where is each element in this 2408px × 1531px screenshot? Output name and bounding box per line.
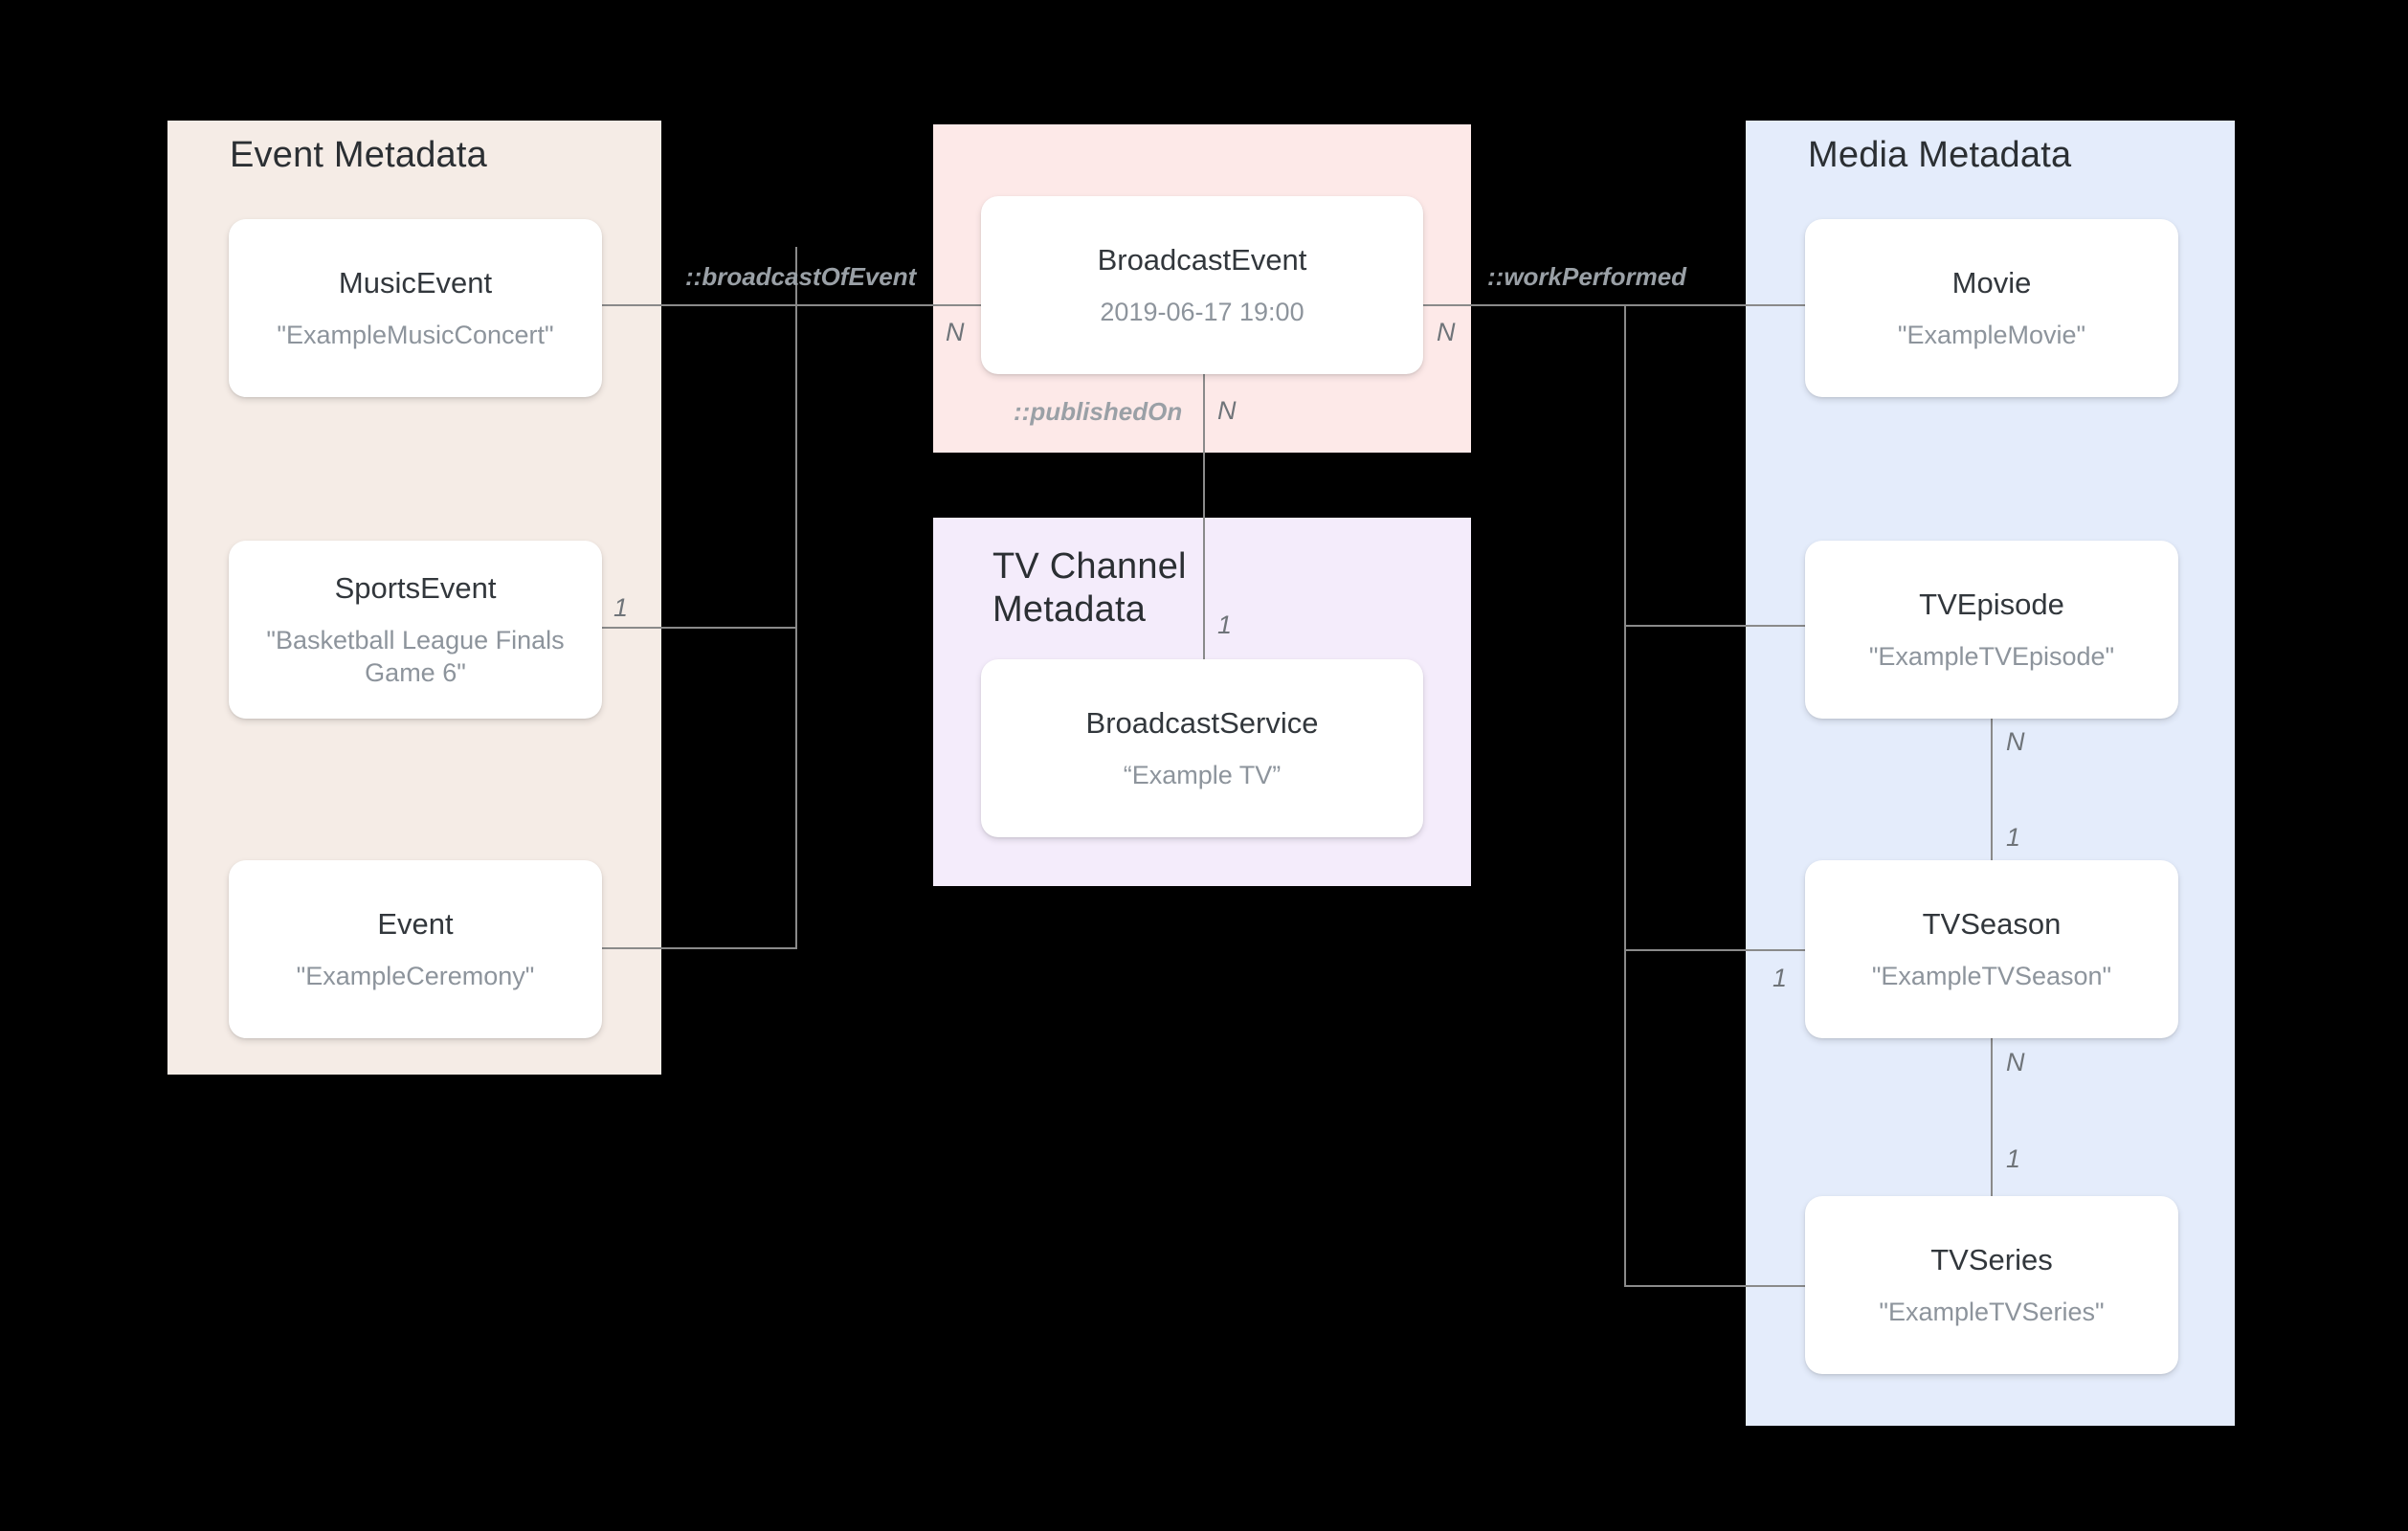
entity-type-sportsevent: SportsEvent xyxy=(334,570,497,605)
group-title-media-metadata: Media Metadata xyxy=(1808,135,2072,175)
entity-type-event: Event xyxy=(377,906,454,941)
entity-card-tvepisode[interactable]: TVEpisode "ExampleTVEpisode" xyxy=(1805,541,2178,719)
cardinality-tvseries-top: 1 xyxy=(2006,1144,2021,1173)
group-title-tv-channel-metadata: TV Channel Metadata xyxy=(992,546,1187,630)
cardinality-broadcastevent-bottom: N xyxy=(1217,396,1237,425)
edge-trunk-to-tvepisode xyxy=(1624,625,1814,627)
cardinality-tvseason-top: 1 xyxy=(2006,823,2021,852)
entity-card-sportsevent[interactable]: SportsEvent "Basketball League Finals Ga… xyxy=(229,541,602,719)
entity-card-musicevent[interactable]: MusicEvent "ExampleMusicConcert" xyxy=(229,219,602,397)
edge-published-on xyxy=(1203,374,1205,661)
edge-tvseason-to-tvseries xyxy=(1991,1038,1993,1196)
entity-type-tvseries: TVSeries xyxy=(1930,1242,2053,1276)
cardinality-tvepisode-bottom: N xyxy=(2006,727,2025,756)
edge-work-performed-trunk xyxy=(1624,304,1626,1285)
entity-type-movie: Movie xyxy=(1951,265,2032,300)
entity-value-tvseries: "ExampleTVSeries" xyxy=(1879,1297,2105,1326)
entity-card-broadcastevent[interactable]: BroadcastEvent 2019-06-17 19:00 xyxy=(981,196,1423,374)
entity-type-broadcastservice: BroadcastService xyxy=(1085,705,1319,740)
edge-trunk-to-tvseason xyxy=(1624,949,1814,951)
entity-type-tvepisode: TVEpisode xyxy=(1919,587,2064,621)
entity-value-broadcastevent: 2019-06-17 19:00 xyxy=(1100,297,1304,326)
entity-card-event[interactable]: Event "ExampleCeremony" xyxy=(229,860,602,1038)
entity-card-movie[interactable]: Movie "ExampleMovie" xyxy=(1805,219,2178,397)
cardinality-tvseason-bottom: N xyxy=(2006,1048,2025,1076)
edge-trunk-to-tvseries xyxy=(1624,1285,1814,1287)
edge-event-to-trunk xyxy=(602,947,797,949)
cardinality-broadcastevent-left: N xyxy=(946,318,965,346)
edge-tvepisode-to-tvseason xyxy=(1991,719,1993,860)
edge-trunk-to-broadcastevent-left xyxy=(795,304,987,306)
entity-value-sportsevent: "Basketball League Finals Game 6" xyxy=(266,625,565,687)
entity-value-tvepisode: "ExampleTVEpisode" xyxy=(1868,641,2115,671)
cardinality-broadcastservice-top: 1 xyxy=(1217,610,1233,639)
entity-type-broadcastevent: BroadcastEvent xyxy=(1097,242,1307,277)
entity-type-musicevent: MusicEvent xyxy=(338,265,493,300)
entity-card-tvseries[interactable]: TVSeries "ExampleTVSeries" xyxy=(1805,1196,2178,1374)
cardinality-tvseason-left: 1 xyxy=(1773,964,1788,992)
entity-card-broadcastservice[interactable]: BroadcastService “Example TV” xyxy=(981,659,1423,837)
edge-musicevent-to-trunk xyxy=(602,304,797,306)
entity-value-movie: "ExampleMovie" xyxy=(1897,320,2086,349)
entity-value-broadcastservice: “Example TV” xyxy=(1123,760,1282,789)
relation-label-published-on: ::publishedOn xyxy=(1014,397,1183,426)
cardinality-broadcastevent-right: N xyxy=(1437,318,1456,346)
edge-broadcast-of-event-trunk xyxy=(795,247,797,949)
edge-broadcastevent-right-to-trunk xyxy=(1421,304,1814,306)
relation-label-broadcast-of-event: ::broadcastOfEvent xyxy=(685,262,917,291)
cardinality-event-side: 1 xyxy=(613,593,629,622)
edge-sportsevent-to-trunk xyxy=(602,627,797,629)
entity-value-tvseason: "ExampleTVSeason" xyxy=(1871,961,2112,990)
group-title-event-metadata: Event Metadata xyxy=(230,135,487,175)
entity-value-event: "ExampleCeremony" xyxy=(296,961,535,990)
entity-card-tvseason[interactable]: TVSeason "ExampleTVSeason" xyxy=(1805,860,2178,1038)
relation-label-work-performed: ::workPerformed xyxy=(1487,262,1687,291)
entity-value-musicevent: "ExampleMusicConcert" xyxy=(277,320,554,349)
entity-type-tvseason: TVSeason xyxy=(1922,906,2062,941)
